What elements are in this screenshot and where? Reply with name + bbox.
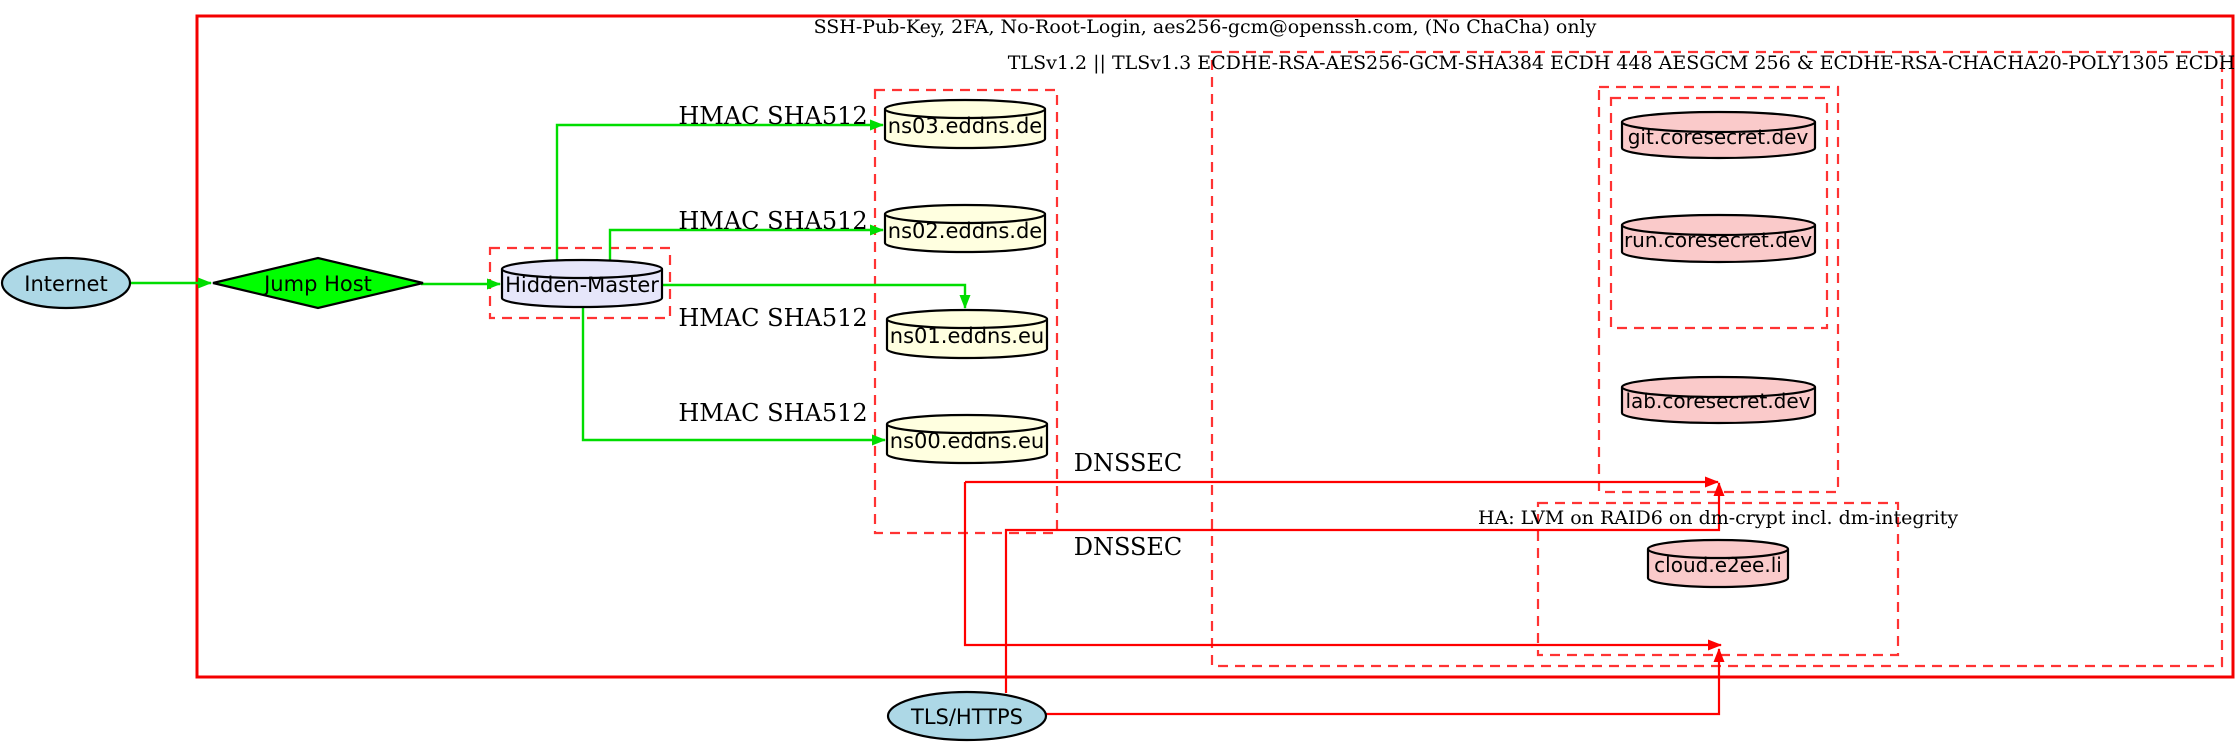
internet-node [0, 256, 132, 310]
lab-node [1620, 375, 1817, 425]
ns01-node [885, 308, 1049, 360]
edge-dnssec-lower [1004, 482, 1725, 693]
ssh-cluster-box [195, 14, 2235, 679]
hmac-ns00-edge-label: HMAC SHA512 [678, 399, 868, 427]
ha-cluster-title: HA: LVM on RAID6 on dm-crypt incl. dm-in… [1477, 507, 1959, 529]
git-label: git.coresecret.dev [1627, 125, 1809, 149]
ns00-label: ns00.eddns.eu [889, 429, 1045, 453]
hmac-ns03-edge-label: HMAC SHA512 [678, 102, 868, 130]
edge-tlshttps-ha [1044, 648, 1725, 716]
edge-hiddenmaster-ns01 [660, 283, 971, 309]
jump-host-node [212, 256, 424, 310]
dnssec-lower-edge-label: DNSSEC [1073, 533, 1183, 561]
internet-label: Internet [24, 272, 108, 296]
ns03-node [883, 98, 1047, 150]
hmac-ns01-edge-label: HMAC SHA512 [678, 304, 868, 332]
dnssec-upper-edge-label: DNSSEC [1073, 449, 1183, 477]
run-node [1620, 213, 1817, 264]
tls-https-node [886, 690, 1048, 742]
edge-hiddenmaster-ns02 [608, 224, 884, 268]
edge-ns00-ha [963, 482, 1722, 651]
tls-https-label: TLS/HTTPS [910, 705, 1024, 729]
hidden-master-node [500, 258, 664, 309]
tls-cluster-box [1210, 50, 2224, 668]
hidden-master-label: Hidden-Master [505, 273, 659, 297]
hmac-ns02-edge-label: HMAC SHA512 [678, 207, 868, 235]
edge-hiddenmaster-ns03 [555, 119, 884, 268]
ns02-node [883, 203, 1047, 254]
ns00-node [885, 413, 1049, 465]
lab-label: lab.coresecret.dev [1625, 389, 1811, 413]
cloud-label: cloud.e2ee.li [1654, 553, 1782, 577]
ssh-cluster-title: SSH-Pub-Key, 2FA, No-Root-Login, aes256-… [813, 16, 1597, 38]
ns03-label: ns03.eddns.de [887, 114, 1043, 138]
cloud-node [1646, 538, 1790, 589]
jump-host-label: Jump Host [264, 272, 372, 296]
ns01-label: ns01.eddns.eu [889, 324, 1045, 348]
git-node [1620, 110, 1817, 160]
coresecret-outer-cluster-box [1597, 85, 1840, 494]
tls-cluster-title: TLSv1.2 || TLSv1.3 ECDHE-RSA-AES256-GCM-… [1007, 52, 2240, 74]
ns02-label: ns02.eddns.de [887, 219, 1043, 243]
coresecret-inner-cluster-box [1609, 96, 1829, 330]
run-label: run.coresecret.dev [1623, 228, 1813, 252]
edge-hiddenmaster-ns00 [581, 302, 886, 446]
